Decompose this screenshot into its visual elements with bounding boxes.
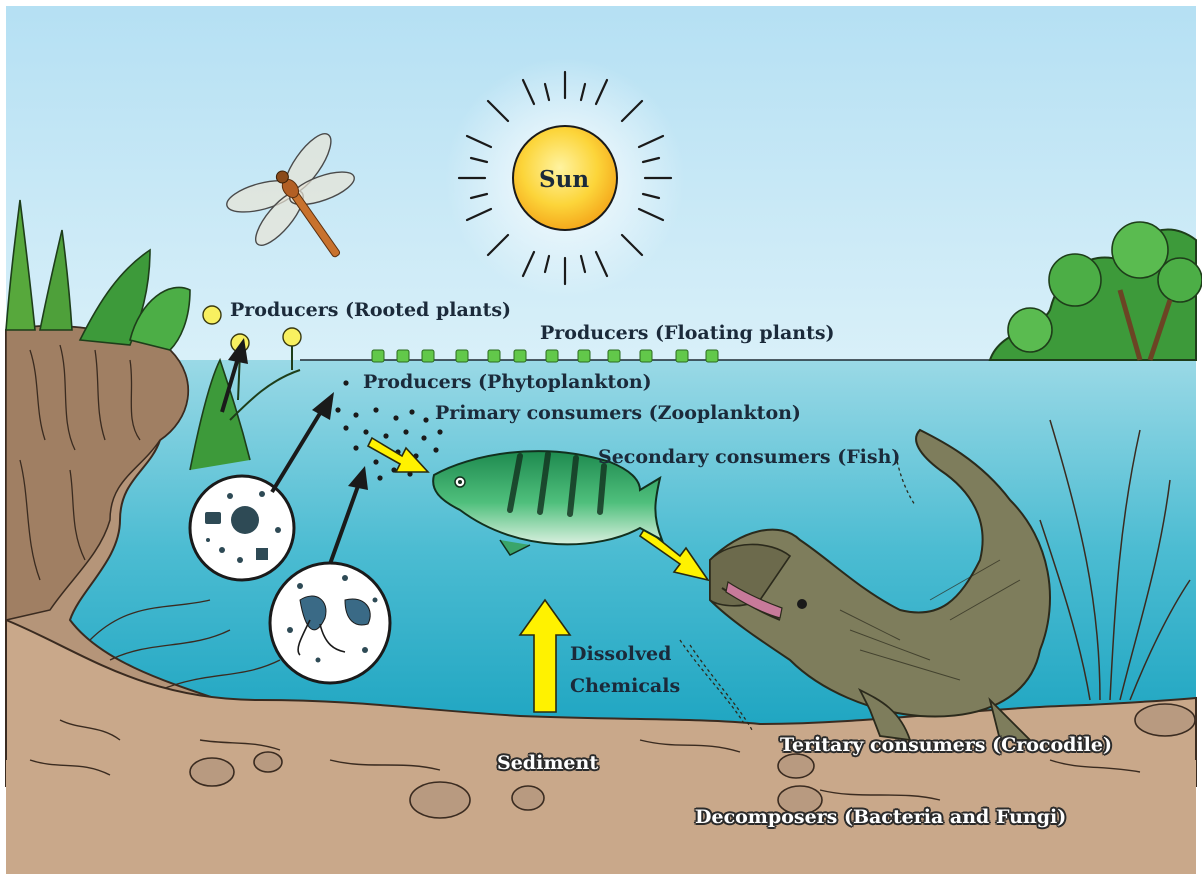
fish-label: Secondary consumers (Fish): [598, 448, 900, 467]
rooted-plants-label: Producers (Rooted plants): [230, 301, 511, 320]
dissolved-chemicals-label-line2: Chemicals: [570, 677, 680, 696]
zooplankton-label: Primary consumers (Zooplankton): [435, 404, 801, 423]
phytoplankton-magnified-circle: [190, 476, 294, 580]
decomposers-label: Decomposers (Bacteria and Fungi): [695, 808, 1066, 827]
zooplankton-magnified-circle: [270, 563, 390, 683]
sediment-label: Sediment: [497, 754, 598, 773]
phytoplankton-label: Producers (Phytoplankton): [363, 373, 652, 392]
crocodile-label: Teritary consumers (Crocodile): [780, 736, 1112, 755]
floating-plants-label: Producers (Floating plants): [540, 324, 835, 343]
sun-label: Sun: [539, 168, 589, 191]
dissolved-chemicals-label-line1: Dissolved: [570, 645, 671, 664]
